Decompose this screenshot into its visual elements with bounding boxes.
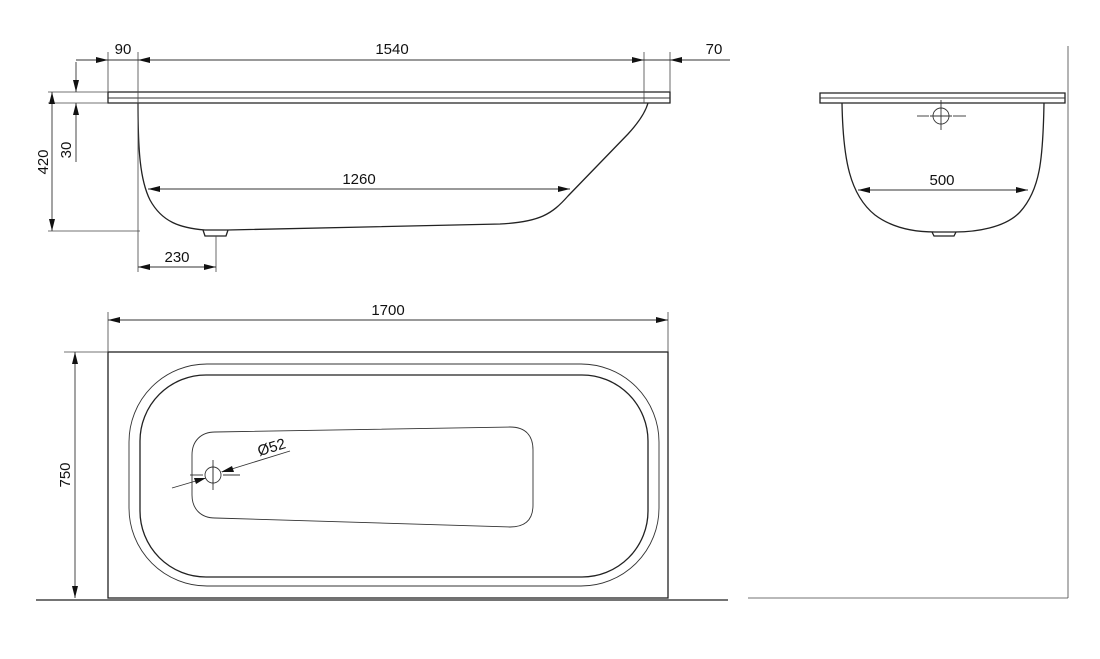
side-rim [107,91,671,104]
dim-90: 90 [115,41,132,58]
dim-1260: 1260 [342,171,375,188]
dim-230: 230 [164,249,189,266]
dim-1540: 1540 [375,41,408,58]
dim-70: 70 [706,41,723,58]
plan-bowl [139,374,649,578]
plan-outline [107,351,669,599]
dim-1700: 1700 [371,302,404,319]
end-view: 500 [748,46,1069,599]
dim-750: 750 [57,462,74,487]
side-view: 1540 90 70 420 30 1260 230 [35,41,730,272]
dim-diameter-52: Ø52 [256,435,288,460]
plan-rim-outer [128,363,660,587]
dim-500: 500 [929,172,954,189]
end-rim [819,92,1066,104]
dim-420: 420 [35,149,52,174]
end-body [841,102,1045,233]
side-drain [202,229,229,237]
plan-view: Ø52 1700 750 [36,302,728,601]
dim-30: 30 [58,142,75,159]
plan-bottom-panel [191,426,534,528]
side-body [137,102,649,231]
